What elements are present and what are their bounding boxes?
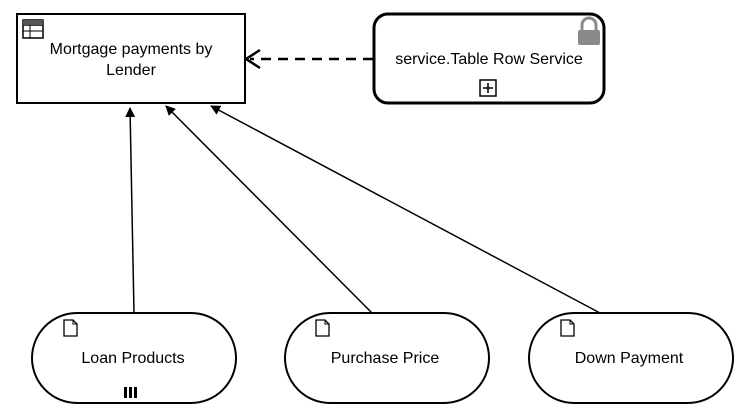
input-node-loan-products[interactable]: Loan Products: [31, 312, 237, 404]
edge-service-to-decision[interactable]: [243, 48, 373, 70]
service-label: service.Table Row Service: [395, 51, 583, 68]
decision-table-icon: [22, 19, 44, 39]
document-icon: [315, 319, 330, 337]
input-label: Purchase Price: [331, 350, 440, 367]
decision-label-line-1: Mortgage payments by: [50, 41, 213, 58]
edge-down-payment-to-decision[interactable]: [210, 105, 601, 314]
collection-marker-icon: [124, 387, 137, 398]
input-label: Down Payment: [575, 350, 684, 367]
document-icon: [560, 319, 575, 337]
input-node-down-payment[interactable]: Down Payment: [528, 312, 734, 404]
collapsed-subprocess-plus-icon[interactable]: [479, 79, 497, 97]
input-label: Loan Products: [81, 350, 184, 367]
document-icon: [63, 319, 78, 337]
edges: [125, 48, 601, 314]
lock-icon: [578, 16, 600, 45]
decision-label-line-2: Lender: [106, 62, 156, 79]
service-node[interactable]: service.Table Row Service: [372, 12, 606, 105]
edge-purchase-price-to-decision[interactable]: [165, 105, 373, 314]
edge-loan-products-to-decision[interactable]: [125, 107, 136, 314]
decision-node[interactable]: Mortgage payments by Lender: [16, 13, 246, 104]
input-node-purchase-price[interactable]: Purchase Price: [284, 312, 490, 404]
